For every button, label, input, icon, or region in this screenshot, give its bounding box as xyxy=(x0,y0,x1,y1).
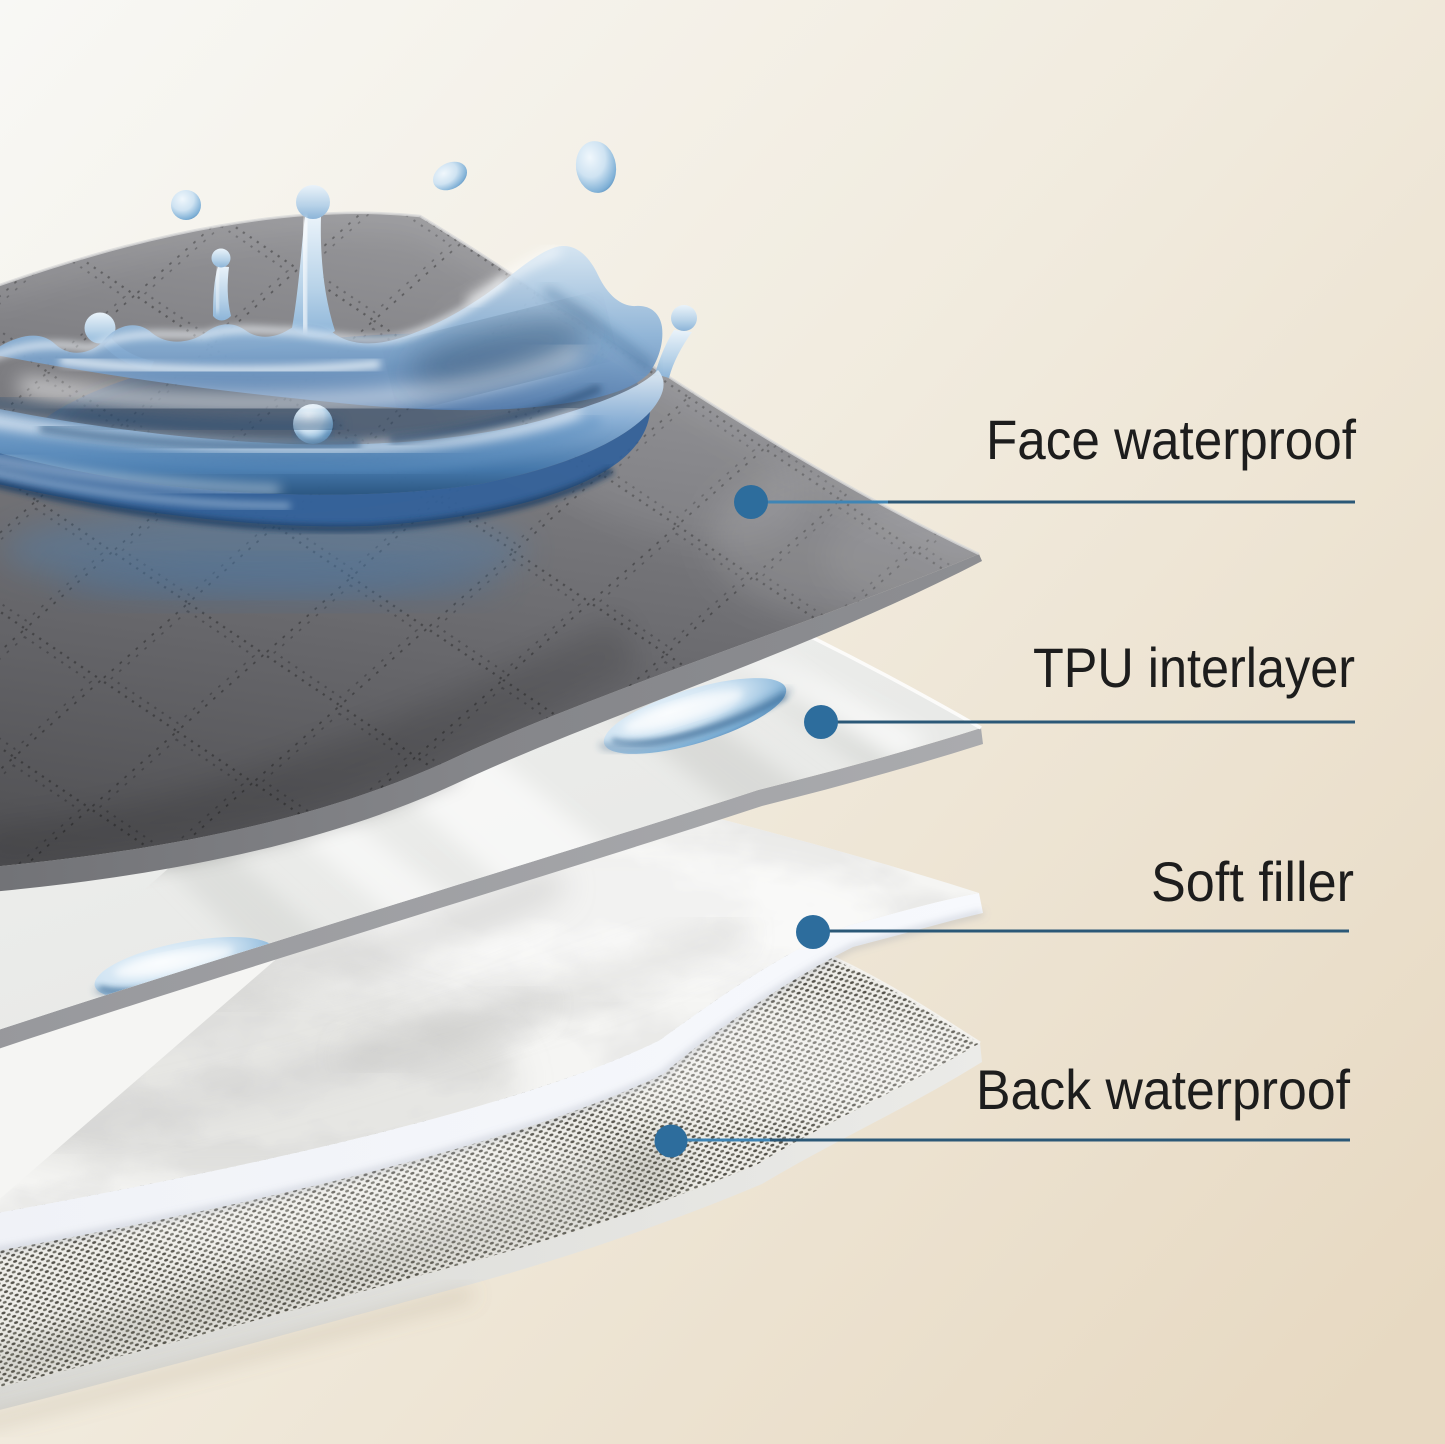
svg-text:Face waterproof: Face waterproof xyxy=(986,408,1356,471)
svg-text:TPU interlayer: TPU interlayer xyxy=(1033,636,1355,699)
svg-text:Back waterproof: Back waterproof xyxy=(976,1058,1350,1121)
svg-text:Soft filler: Soft filler xyxy=(1151,850,1354,913)
